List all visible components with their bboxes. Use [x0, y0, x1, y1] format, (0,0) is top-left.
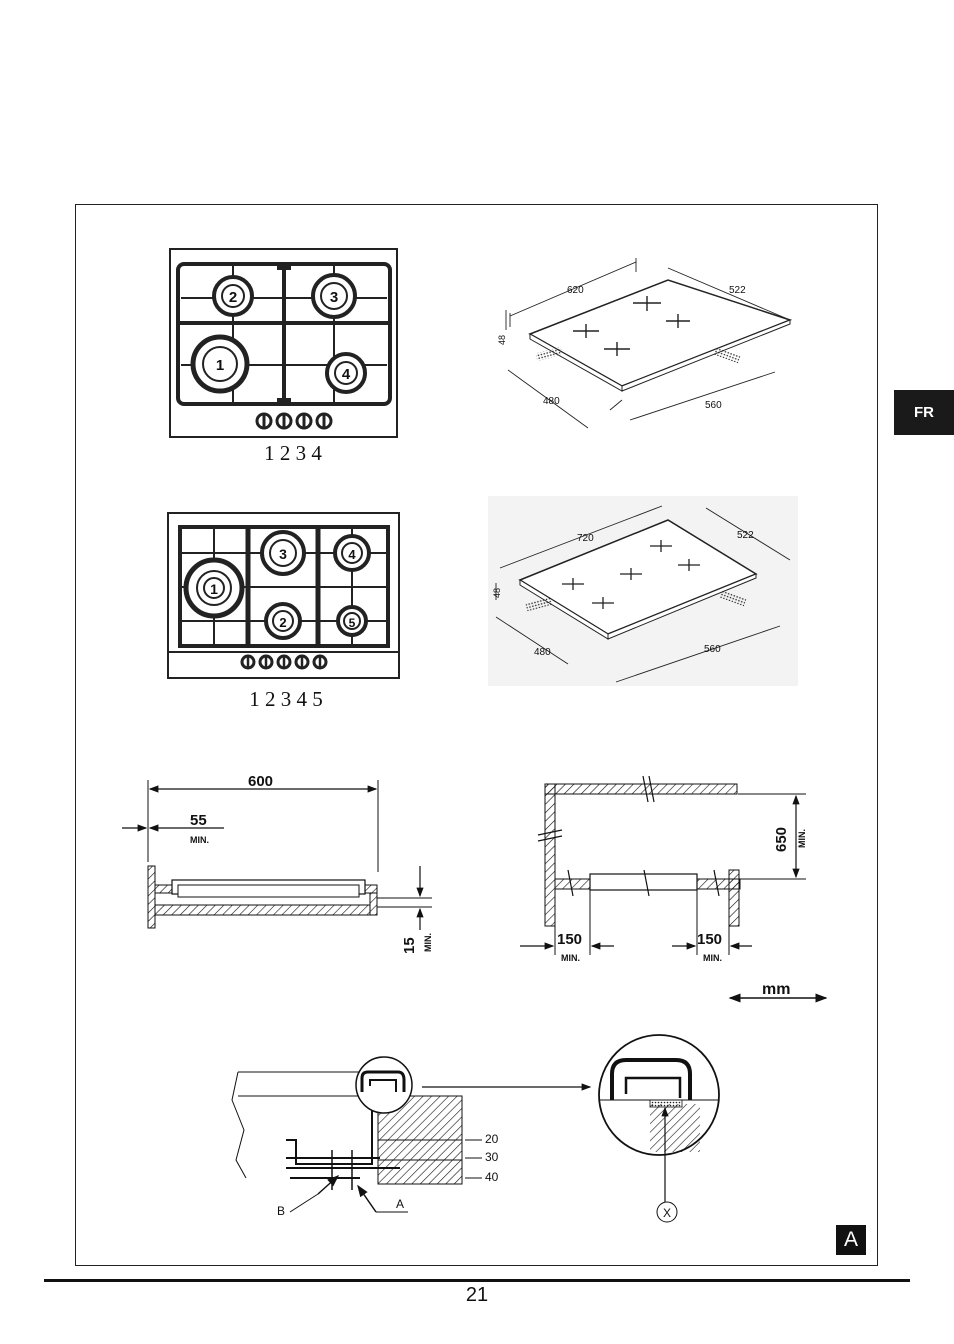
burner-number: 5: [349, 616, 356, 630]
dim-600: 600: [248, 773, 273, 790]
dim-650: 650: [773, 827, 790, 852]
language-tab: FR: [894, 390, 954, 435]
dim-cut-depth: 480: [534, 647, 551, 658]
front-view-diagram: [520, 775, 806, 955]
dim-15-min: MIN.: [423, 933, 433, 952]
dim-150-right-min: MIN.: [703, 953, 722, 963]
dim-150-left: 150: [557, 931, 582, 948]
burner-number: 4: [348, 547, 356, 562]
units-indicator: mm: [728, 981, 828, 1003]
thickness-20: 20: [485, 1132, 499, 1146]
page-number: 21: [465, 1284, 489, 1306]
thickness-40: 40: [485, 1170, 499, 1184]
burner-number: 3: [330, 289, 338, 306]
burner-number: 2: [229, 289, 237, 306]
burner-5: 5: [336, 605, 368, 637]
dim-cut-width: 560: [704, 644, 721, 655]
burner-4: 4: [325, 352, 367, 394]
dim-55: 55: [190, 812, 207, 829]
knob-row: [240, 654, 328, 670]
dim-width: 620: [567, 285, 584, 296]
burner-number: 4: [342, 366, 351, 383]
dim-150-right: 150: [697, 931, 722, 948]
dim-cut-depth: 480: [543, 396, 560, 407]
side-view-diagram: [122, 780, 432, 930]
burner-1: 1: [183, 557, 245, 619]
dim-width: 720: [577, 533, 594, 544]
label-b: B: [277, 1204, 285, 1218]
figure-frame: [75, 204, 878, 1266]
dim-height: 48: [492, 588, 502, 598]
thickness-30: 30: [485, 1150, 499, 1164]
burner-2: 2: [212, 275, 254, 317]
dim-cut-width: 560: [705, 400, 722, 411]
dim-150-left-min: MIN.: [561, 953, 580, 963]
burner-3: 3: [311, 273, 357, 319]
knob-legend-5: 1 2 3 4 5: [249, 687, 323, 711]
dim-650-min: MIN.: [797, 829, 807, 848]
ceramic-hob-620: [505, 258, 793, 429]
footer-rule: [44, 1279, 910, 1282]
units-label: mm: [762, 981, 790, 998]
dim-depth: 522: [729, 285, 746, 296]
bracket-section-diagram: [231, 1034, 720, 1223]
burner-4: 4: [333, 534, 371, 572]
dim-depth: 522: [737, 530, 754, 541]
hob-5-burner: 1 3 4 2 5 1 2 3 4 5: [167, 512, 400, 711]
dim-height: 48: [497, 335, 507, 345]
knob-row: [255, 412, 333, 430]
burner-number: 1: [216, 357, 224, 374]
label-a: A: [396, 1197, 404, 1211]
knob-legend-4: 1 2 3 4: [264, 441, 322, 465]
hob-4-burner: 2 3 1 4 1 2 3 4: [169, 248, 398, 465]
figure-label: A: [836, 1225, 866, 1255]
burner-3: 3: [260, 530, 306, 576]
burner-number: 2: [279, 615, 286, 630]
burner-number: 1: [210, 581, 218, 597]
burner-2: 2: [264, 602, 302, 640]
label-x: X: [663, 1206, 671, 1220]
burner-1: 1: [190, 334, 250, 394]
dim-15: 15: [401, 937, 418, 954]
dim-55-min: MIN.: [190, 835, 209, 845]
ceramic-hob-720: [488, 496, 798, 686]
burner-number: 3: [279, 546, 287, 562]
